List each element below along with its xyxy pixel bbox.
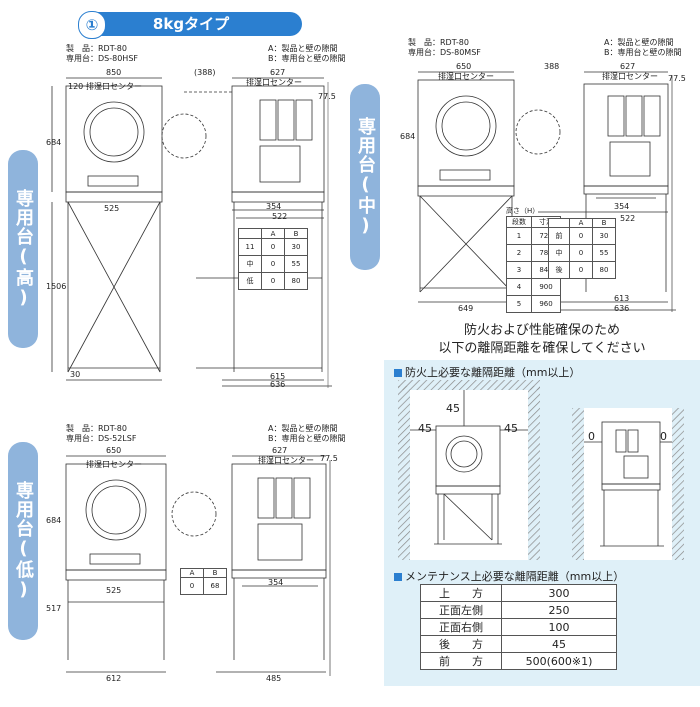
mid-dim-627: 627 — [620, 62, 636, 71]
low-dim-612: 612 — [106, 674, 122, 683]
safety-note: 防火および性能確保のため 以下の離隔距離を確保してください — [404, 322, 680, 358]
mid-vent-label: 排湿口センター — [438, 72, 494, 81]
low-dim-354: 354 — [268, 578, 284, 587]
mid-stand-label: 専用台：DS-80MSF — [408, 48, 481, 57]
mid-note-a: A：製品と壁の隙間 — [604, 38, 674, 47]
high-product-label: 製 品：RDT-80 — [66, 44, 127, 53]
low-dim-650: 650 — [106, 446, 122, 455]
high-dim-388: (388) — [194, 68, 216, 77]
mid-dim-650: 650 — [456, 62, 472, 71]
fire-diagram-side: 0 0 — [572, 408, 690, 560]
fire-top-value: 45 — [446, 402, 460, 415]
high-front-drum — [83, 101, 145, 163]
banner-title: 8kgタイプ — [152, 15, 230, 33]
fire-right-value: 45 — [504, 422, 518, 435]
fire-side-value-left: 0 — [588, 430, 595, 443]
low-dim-684: 684 — [46, 516, 62, 525]
low-note-b: B：専用台と壁の隙間 — [268, 434, 346, 443]
mid-note-b: B：専用台と壁の隙間 — [604, 48, 682, 57]
mid-dim-636: 636 — [614, 304, 630, 313]
high-dim-354: 354 — [266, 202, 282, 211]
drawing-high: 製 品：RDT-80 専用台：DS-80HSF A：製品と壁の隙間 B：専用台と… — [46, 42, 346, 392]
low-note-a: A：製品と壁の隙間 — [268, 424, 338, 433]
high-dim-627: 627 — [270, 68, 286, 77]
pill-mid: 専用台(中) — [350, 84, 380, 270]
drawing-low: 製 品：RDT-80 専用台：DS-52LSF A：製品と壁の隙間 B：専用台と… — [46, 420, 346, 700]
high-vent-label: 排湿口センター — [86, 82, 142, 91]
fire-heading-marker — [394, 369, 402, 377]
maint-heading-marker — [394, 573, 402, 581]
drawing-high-svg — [51, 77, 332, 388]
mid-dim-684: 684 — [400, 132, 416, 141]
low-stand-label: 専用台：DS-52LSF — [66, 434, 137, 443]
low-side-dryer — [231, 463, 327, 571]
low-dim-485: 485 — [266, 674, 282, 683]
fire-diagram-front: 45 45 45 — [398, 380, 540, 560]
mid-dim-649: 649 — [458, 304, 474, 313]
high-stand-label: 専用台：DS-80HSF — [66, 54, 138, 63]
high-dim-636: 636 — [270, 380, 286, 389]
low-vent-label: 排湿口センター — [86, 460, 142, 469]
high-dim-77: 77.5 — [318, 92, 336, 101]
pill-high: 専用台(高) — [8, 150, 38, 348]
fire-side-value-right: 0 — [660, 430, 667, 443]
mid-dim-613: 613 — [614, 294, 630, 303]
fire-diagram-front-svg — [398, 380, 540, 560]
low-product-label: 製 品：RDT-80 — [66, 424, 127, 433]
pill-low: 専用台(低) — [8, 442, 38, 640]
high-dim-522: 522 — [272, 212, 288, 221]
fire-left-value: 45 — [418, 422, 432, 435]
type-banner: ① 8kgタイプ — [78, 11, 302, 39]
mid-dim-354: 354 — [614, 202, 630, 211]
high-dim-850: 850 — [106, 68, 122, 77]
fire-heading: 防火上必要な離隔距離（mm以上） — [394, 364, 580, 380]
fire-diagram-side-svg — [572, 408, 684, 560]
low-dim-77: 77.5 — [320, 454, 338, 463]
mid-dim-77: 77.5 — [668, 74, 686, 83]
low-dim-627: 627 — [272, 446, 288, 455]
high-dim-30: 30 — [70, 370, 81, 379]
high-dim-684: 684 — [46, 138, 62, 147]
mid-dim-522: 522 — [620, 214, 636, 223]
high-dim-525: 525 — [104, 204, 120, 213]
high-note-b: B：専用台と壁の隙間 — [268, 54, 346, 63]
maint-heading: メンテナンス上必要な離隔距離（mm以上） — [394, 568, 624, 584]
drawing-mid: 製 品：RDT-80 専用台：DS-80MSF A：製品と壁の隙間 B：専用台と… — [388, 36, 694, 320]
mid-dim-388: 388 — [544, 62, 560, 71]
drawing-mid-svg — [417, 71, 676, 312]
mid-product-label: 製 品：RDT-80 — [408, 38, 469, 47]
banner-number: ① — [78, 11, 106, 39]
high-dim-120: 120 — [68, 82, 84, 91]
mid-side-vent-label: 排湿口センター — [602, 72, 658, 81]
safety-note-line2: 以下の離隔距離を確保してください — [438, 341, 646, 356]
high-note-a: A：製品と壁の隙間 — [268, 44, 338, 53]
low-side-vent-label: 排湿口センター — [258, 456, 314, 465]
low-dim-525: 525 — [106, 586, 122, 595]
drawing-low-svg — [65, 455, 331, 676]
high-side-vent-label: 排湿口センター — [246, 78, 302, 87]
high-dim-1506: 1506 — [46, 282, 67, 291]
safety-note-line1: 防火および性能確保のため — [463, 323, 620, 338]
low-dim-517: 517 — [46, 604, 62, 613]
high-dim-615: 615 — [270, 372, 286, 381]
